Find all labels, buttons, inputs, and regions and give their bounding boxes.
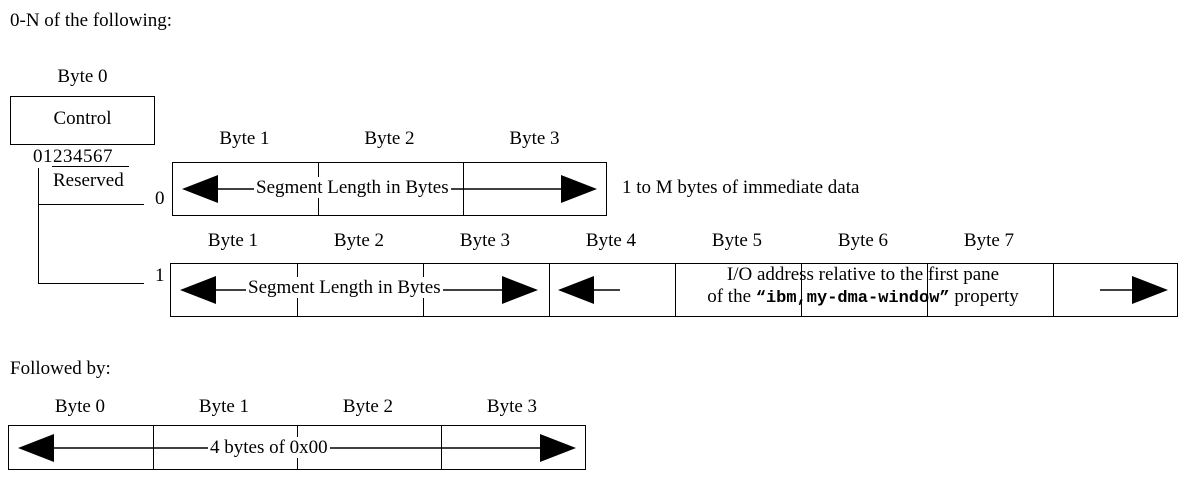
bit7-bracket-branch-0	[38, 204, 144, 205]
row-immediate-field-label: Segment Length in Bytes	[254, 177, 451, 198]
control-byte-box: Control	[10, 96, 155, 145]
row-trailer-header-byte3: Byte 3	[486, 396, 538, 417]
row-immediate-header-byte1: Byte 1	[219, 128, 270, 149]
row-dma-header-byte6: Byte 6	[837, 230, 889, 251]
control-byte-header: Byte 0	[57, 66, 108, 87]
control-byte-label: Control	[53, 108, 112, 129]
bit7-bracket-vertical	[38, 168, 39, 284]
row-dma-header-byte7: Byte 7	[963, 230, 1015, 251]
intro-heading: 0-N of the following:	[10, 10, 173, 31]
cell-divider	[1053, 264, 1054, 316]
branch-label-1: 1	[155, 265, 165, 286]
row-trailer-header-byte2: Byte 2	[342, 396, 394, 417]
cell-divider	[927, 264, 928, 316]
branch-label-0: 0	[155, 188, 165, 209]
io-address-line2-prefix: of the	[707, 286, 756, 307]
io-address-line2-suffix: property	[949, 286, 1019, 307]
io-address-text: I/O address relative to the first pane o…	[626, 264, 1100, 310]
immediate-data-note: 1 to M bytes of immediate data	[622, 177, 860, 198]
row-dma-header-byte1: Byte 1	[207, 230, 259, 251]
row-trailer-header-byte0: Byte 0	[54, 396, 106, 417]
reserved-overline	[52, 166, 129, 167]
cell-divider	[801, 264, 802, 316]
row-dma-field-label: Segment Length in Bytes	[246, 277, 443, 298]
row-dma-header-byte4: Byte 4	[585, 230, 637, 251]
row-dma-header-byte5: Byte 5	[711, 230, 763, 251]
dma-window-property-name: “ibm,my-dma-window”	[755, 289, 950, 308]
row-immediate-header-byte3: Byte 3	[509, 128, 560, 149]
followed-by-heading: Followed by:	[10, 358, 111, 379]
reserved-label: Reserved	[53, 170, 124, 191]
bit-number-row: 01234567	[33, 146, 113, 167]
io-address-line1: I/O address relative to the first pane	[726, 264, 1000, 285]
io-address-arrow	[558, 276, 1168, 304]
cell-divider	[675, 264, 676, 316]
cell-divider	[549, 264, 550, 316]
row-dma-header-byte2: Byte 2	[333, 230, 385, 251]
row-dma-header-byte3: Byte 3	[459, 230, 511, 251]
row-trailer-header-byte1: Byte 1	[198, 396, 250, 417]
row-immediate-header-byte2: Byte 2	[364, 128, 415, 149]
bit7-bracket-branch-1	[38, 283, 144, 284]
row-trailer-field-label: 4 bytes of 0x00	[208, 437, 330, 458]
